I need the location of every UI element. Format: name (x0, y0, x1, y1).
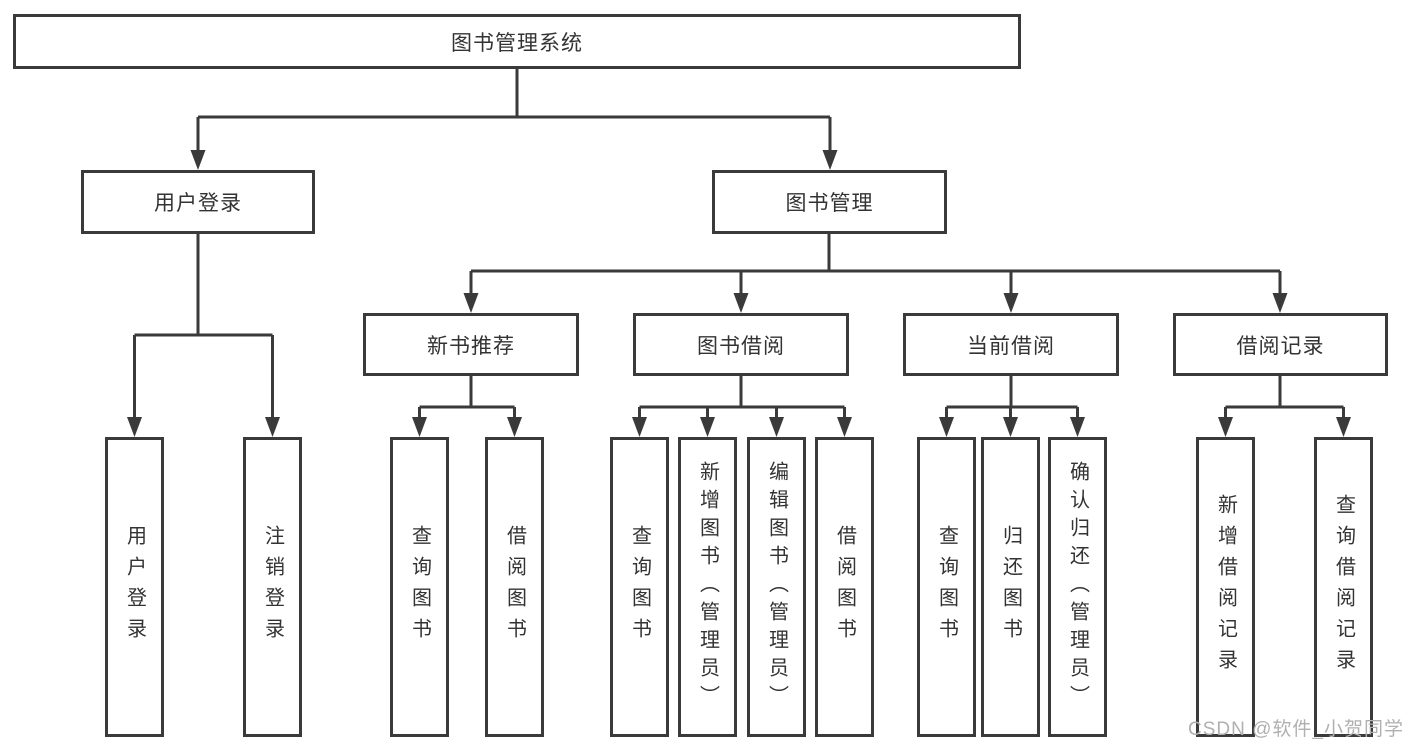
node-label: 新书推荐 (427, 334, 515, 358)
leaf-query-borrow-record: 查询借阅记录 (1314, 437, 1373, 737)
leaf-logout: 注销登录 (243, 437, 302, 737)
leaf-label: 新增借阅记录 (1214, 494, 1237, 680)
leaf-label: 归还图书 (999, 525, 1022, 649)
leaf-return-book: 归还图书 (981, 437, 1040, 737)
leaf-add-borrow-record: 新增借阅记录 (1196, 437, 1255, 737)
leaf-user-login: 用户登录 (105, 437, 164, 737)
node-current-borrowing: 当前借阅 (903, 313, 1119, 376)
leaf-confirm-return-admin: 确认归还（管理员） (1048, 437, 1107, 737)
leaf-query-books-new: 查询图书 (390, 437, 449, 737)
leaf-label: 查询借阅记录 (1332, 494, 1355, 680)
node-user-login: 用户登录 (81, 170, 315, 234)
leaf-label: 查询图书 (935, 525, 958, 649)
node-library-management-system: 图书管理系统 (13, 14, 1021, 69)
leaf-label: 借阅图书 (503, 525, 526, 649)
leaf-edit-book-admin: 编辑图书（管理员） (747, 437, 806, 737)
node-book-management: 图书管理 (712, 170, 947, 234)
leaf-borrow-books-new: 借阅图书 (485, 437, 544, 737)
leaf-label: 查询图书 (628, 525, 651, 649)
node-label: 图书借阅 (697, 334, 785, 358)
node-borrowing-records: 借阅记录 (1173, 313, 1388, 376)
arrowheads (127, 150, 1351, 437)
leaf-add-book-admin: 新增图书（管理员） (678, 437, 737, 737)
leaf-label: 用户登录 (123, 525, 146, 649)
leaf-query-books-borrow: 查询图书 (610, 437, 669, 737)
leaf-label: 新增图书（管理员） (696, 461, 719, 713)
leaf-query-books-current: 查询图书 (917, 437, 976, 737)
node-label: 借阅记录 (1236, 334, 1325, 358)
csdn-watermark: CSDN @软件_小贺同学 (1188, 719, 1404, 740)
node-book-borrowing: 图书借阅 (633, 313, 849, 376)
leaf-label: 注销登录 (261, 525, 284, 649)
leaf-label: 借阅图书 (833, 525, 856, 649)
leaf-borrow-books-borrow: 借阅图书 (815, 437, 874, 737)
leaf-label: 查询图书 (408, 525, 431, 649)
node-label: 当前借阅 (967, 334, 1055, 358)
node-label: 图书管理 (785, 192, 874, 215)
leaf-label: 编辑图书（管理员） (765, 461, 788, 713)
node-label: 用户登录 (154, 192, 242, 215)
leaf-label: 确认归还（管理员） (1066, 461, 1089, 713)
node-label: 图书管理系统 (451, 31, 583, 55)
node-new-book-recommendation: 新书推荐 (363, 313, 579, 376)
